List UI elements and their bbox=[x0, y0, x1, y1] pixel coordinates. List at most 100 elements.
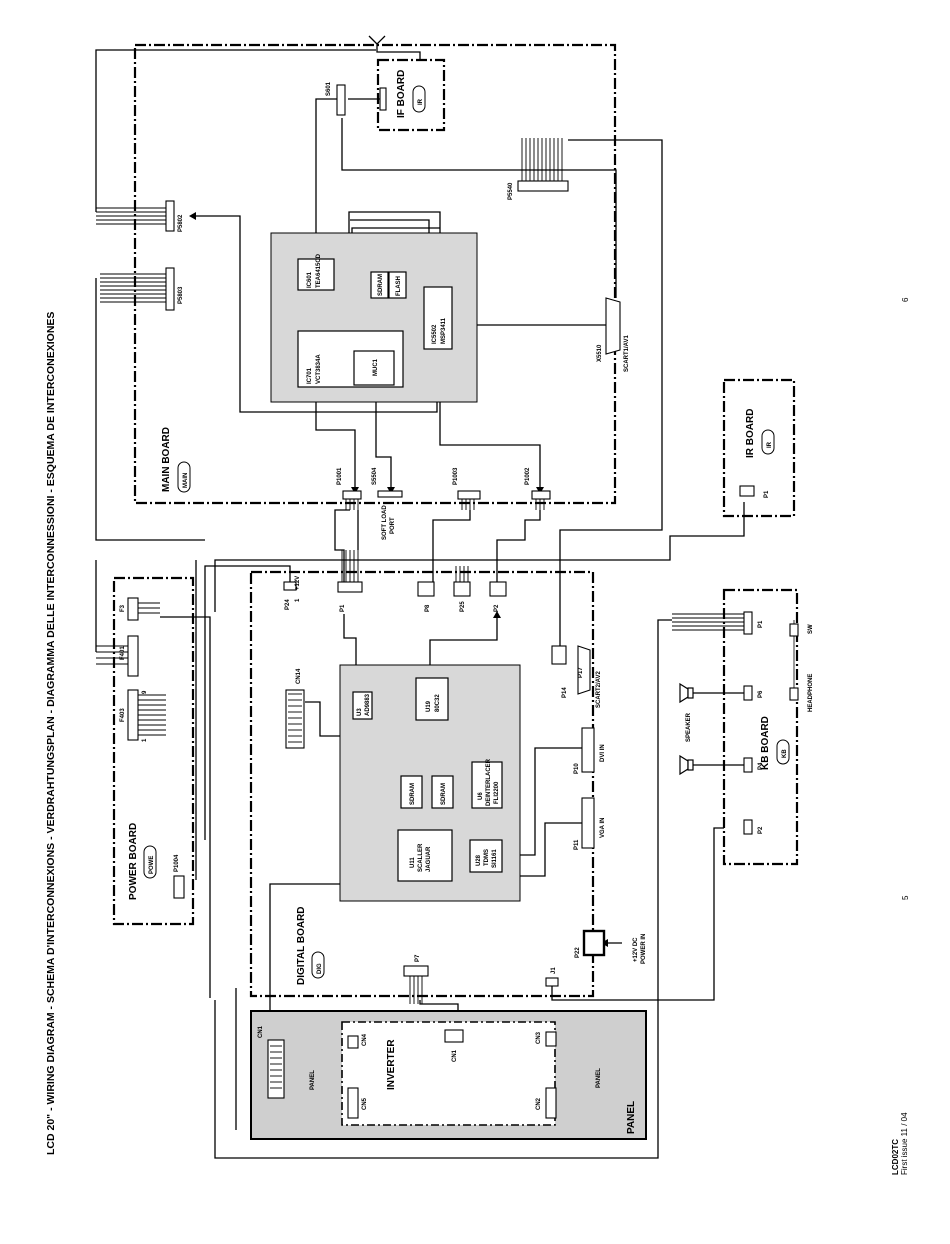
ic5502-ref: IC5502 bbox=[432, 324, 438, 344]
cn3-connector bbox=[545, 1031, 557, 1047]
wire-p1-u3 bbox=[343, 614, 357, 690]
scart2-label: SCART2/AV2 bbox=[596, 670, 602, 708]
p25-label: P25 bbox=[460, 601, 466, 612]
u3-chip bbox=[352, 691, 373, 720]
p24-voltage: +12V bbox=[295, 576, 301, 590]
p5540-label: P5540 bbox=[508, 182, 514, 200]
sdram-1-chip bbox=[400, 775, 423, 809]
kb-board-badge bbox=[776, 739, 790, 765]
port-label: PORT bbox=[390, 517, 396, 534]
f3-connector bbox=[127, 597, 139, 621]
kb-p1-label: P1 bbox=[758, 620, 764, 628]
power-board-label: POWER BOARD bbox=[128, 823, 139, 900]
p1003-connector bbox=[457, 490, 481, 500]
main-board-badge-text: MAIN bbox=[183, 473, 189, 488]
wire-p5540-p14 bbox=[559, 139, 663, 646]
main-board-outline bbox=[133, 43, 617, 505]
p22-label: P22 bbox=[575, 947, 581, 958]
wire-top bbox=[95, 49, 376, 212]
x5510-label: X5510 bbox=[597, 344, 603, 362]
u28-ref: U28 bbox=[476, 854, 482, 866]
wire-j1-kb bbox=[551, 827, 724, 1001]
s5504-label: S5504 bbox=[372, 467, 378, 485]
p1001-connector bbox=[342, 490, 362, 500]
cn2-connector bbox=[545, 1087, 557, 1119]
u6-name: DEINTERLACER bbox=[486, 758, 492, 806]
sdram-2-label: SDRAM bbox=[441, 783, 447, 805]
power-in-voltage: +12V DC bbox=[633, 937, 639, 962]
u6-chip bbox=[471, 761, 503, 809]
p8-label: P8 bbox=[425, 604, 431, 612]
sdram-1-label: SDRAM bbox=[410, 783, 416, 805]
flash-chip bbox=[388, 271, 407, 299]
speaker-label: SPEAKER bbox=[686, 712, 692, 742]
wire-ic701-p1001 bbox=[315, 388, 356, 491]
inverter-cn1-connector bbox=[444, 1029, 464, 1043]
p1001-bus bbox=[345, 499, 359, 510]
kb-board-outline bbox=[722, 588, 799, 866]
f403-pin-nine: 9 bbox=[142, 690, 148, 694]
connectors bbox=[96, 84, 799, 1119]
p6-label: P6 bbox=[758, 690, 764, 698]
u19-part: 80C32 bbox=[435, 694, 441, 712]
cn5-label: CN5 bbox=[362, 1097, 368, 1110]
digital-p1-bus bbox=[341, 550, 359, 582]
u3-part: AD9883 bbox=[365, 693, 371, 716]
sw-connector bbox=[789, 623, 799, 637]
p7-label: P7 bbox=[415, 954, 421, 962]
panel-label: PANEL bbox=[626, 1101, 637, 1134]
page-number-right: 6 bbox=[901, 297, 910, 302]
labels: LCD 20" - WIRING DIAGRAM - SCHEMA D'INTE… bbox=[45, 70, 910, 1175]
u28-chip bbox=[469, 839, 503, 873]
if-board-outline bbox=[376, 58, 446, 132]
wire-dvi-u28 bbox=[512, 747, 582, 856]
digital-board-label: DIGITAL BOARD bbox=[296, 906, 307, 985]
ir-p1-connector bbox=[739, 485, 755, 497]
if-board-badge-text: IR bbox=[418, 98, 424, 105]
power-board-badge-text: POWE bbox=[149, 856, 155, 874]
kb-p1-bus bbox=[672, 613, 744, 631]
digital-p1-connector bbox=[337, 581, 363, 593]
digital-board-badge-text: DIG bbox=[317, 963, 323, 974]
p5802-label: P5802 bbox=[178, 214, 184, 232]
f403-connector bbox=[127, 689, 139, 741]
s5504-connector bbox=[377, 490, 403, 498]
p1004-label: P1004 bbox=[174, 854, 180, 872]
cn14-connector bbox=[285, 689, 305, 749]
u19-ref: U19 bbox=[426, 700, 432, 712]
muc1-label: MUC1 bbox=[373, 358, 379, 376]
p1002-connector bbox=[531, 490, 551, 500]
f403-bus bbox=[138, 694, 166, 736]
p2-connector bbox=[489, 581, 507, 597]
antenna-wire bbox=[368, 35, 421, 60]
panel-right-label: PANEL bbox=[596, 1068, 602, 1088]
sdram-main-chip bbox=[370, 271, 389, 299]
p8-connector bbox=[417, 581, 435, 597]
kb-board-badge-text: KB bbox=[782, 749, 788, 758]
headphone-label: HEADPHONE bbox=[808, 674, 814, 712]
wire-f3 bbox=[160, 616, 211, 998]
ir-board-badge bbox=[761, 429, 775, 455]
sdram-2-chip bbox=[431, 775, 454, 809]
ic5502-part: MSP3411 bbox=[441, 317, 447, 344]
sdram-main-label: SDRAM bbox=[378, 274, 384, 296]
wires bbox=[95, 35, 795, 1159]
u28-part: SI1161 bbox=[492, 849, 498, 868]
main-board-label: MAIN BOARD bbox=[161, 427, 172, 492]
wire-irboard bbox=[214, 502, 745, 612]
u19-chip bbox=[415, 677, 449, 721]
p2-label: P2 bbox=[494, 604, 500, 612]
speaker-icon bbox=[679, 682, 694, 704]
ir-p1-label: P1 bbox=[764, 490, 770, 498]
sw-label: SW bbox=[808, 624, 814, 634]
u11-name: SCALLER bbox=[418, 843, 424, 872]
wire-p1001-p1 bbox=[334, 509, 350, 582]
p11-label: P11 bbox=[574, 839, 580, 850]
p25-connector bbox=[453, 581, 471, 597]
f401-connector bbox=[127, 635, 139, 677]
p5540-connector bbox=[517, 180, 569, 192]
muc1-chip bbox=[353, 350, 395, 386]
p10-dvi-connector bbox=[581, 727, 595, 773]
footer-issue: First issue 11 / 04 bbox=[900, 1112, 909, 1175]
ir-board-outline bbox=[722, 378, 796, 518]
